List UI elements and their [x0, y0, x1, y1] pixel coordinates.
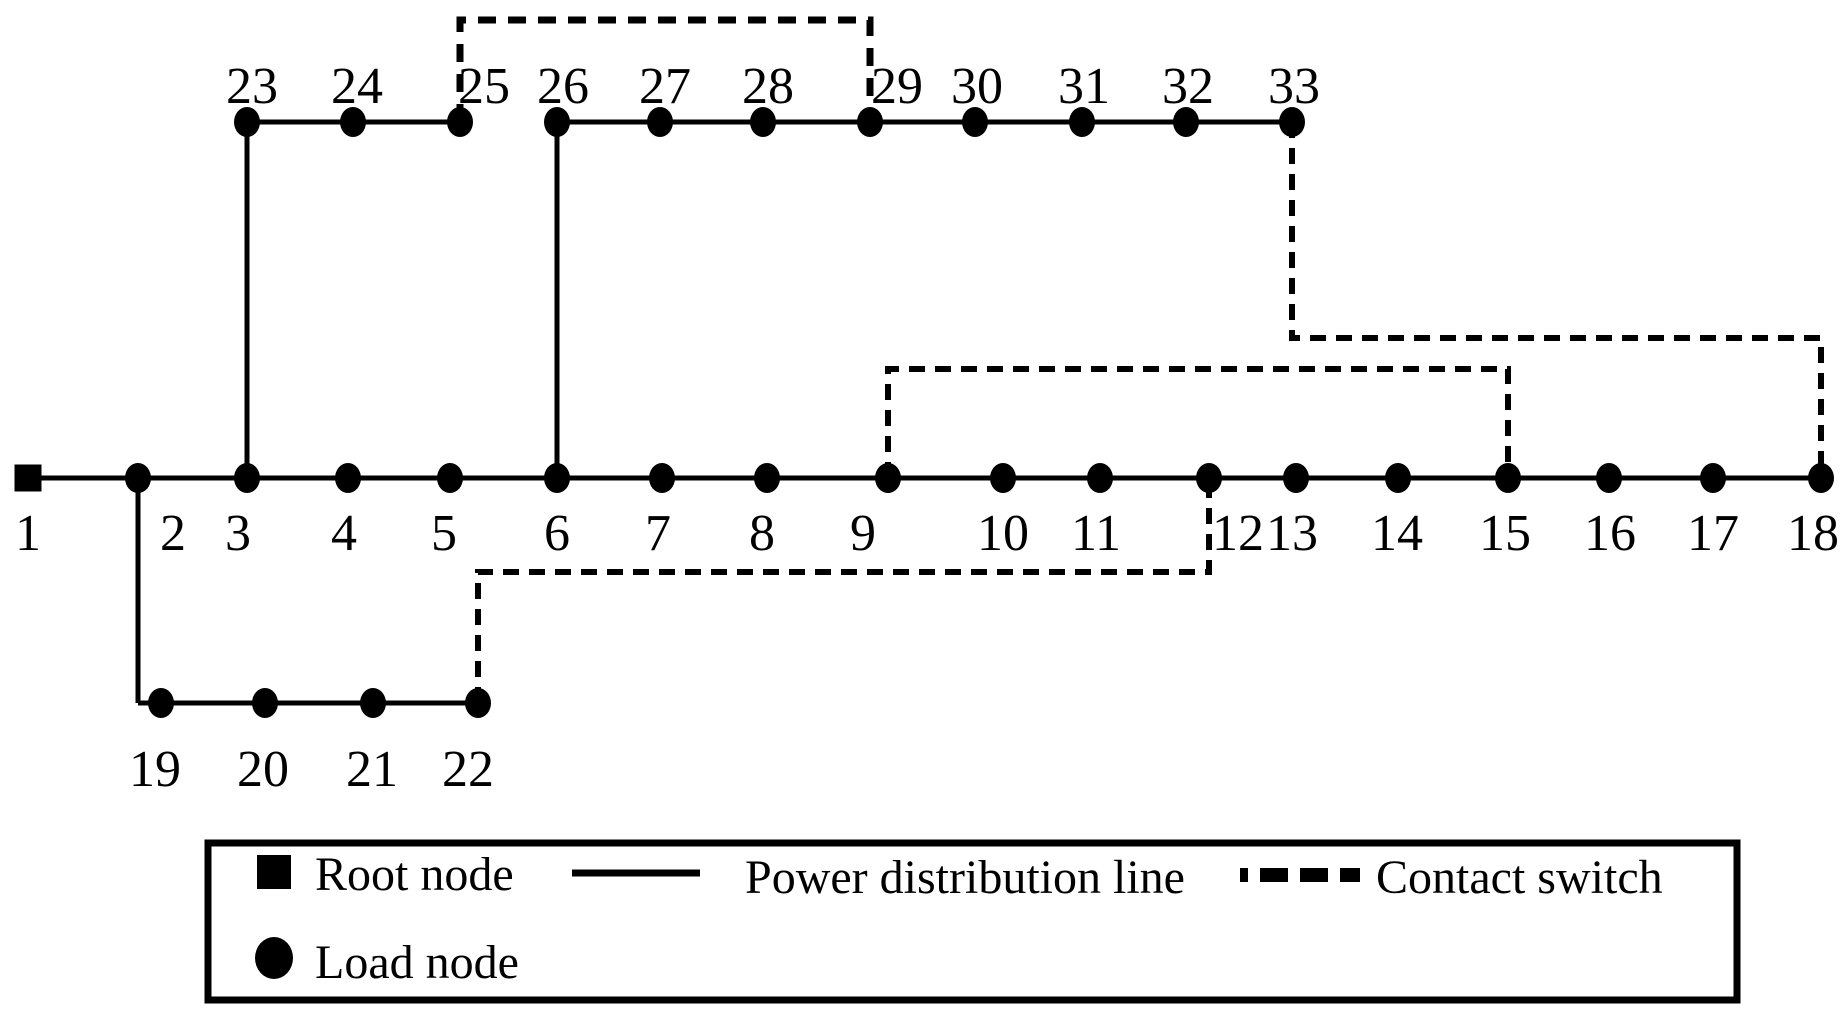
node-label-1: 1	[15, 505, 41, 562]
node-label-12: 12	[1212, 505, 1264, 562]
node-label-14: 14	[1371, 505, 1423, 562]
node-label-33: 33	[1268, 58, 1320, 115]
node-label-3: 3	[225, 505, 251, 562]
node-label-23: 23	[226, 58, 278, 115]
root-node-1	[14, 464, 42, 492]
load-node-16	[1596, 463, 1622, 493]
node-label-24: 24	[331, 58, 383, 115]
load-node-12	[1196, 463, 1222, 493]
load-node-3	[234, 463, 260, 493]
node-label-18: 18	[1787, 505, 1839, 562]
node-label-27: 27	[639, 58, 691, 115]
load-node-32	[1173, 107, 1199, 137]
node-label-13: 13	[1266, 505, 1318, 562]
load-node-31	[1069, 107, 1095, 137]
power-lines-layer	[28, 119, 1821, 706]
node-label-19: 19	[129, 741, 181, 798]
node-label-4: 4	[331, 505, 357, 562]
tie-22-12	[475, 478, 1212, 703]
load-node-19	[148, 688, 174, 718]
node-label-5: 5	[431, 505, 457, 562]
load-node-15	[1495, 463, 1521, 493]
node-label-9: 9	[850, 505, 876, 562]
node-label-17: 17	[1687, 505, 1739, 562]
load-node-21	[360, 688, 386, 718]
load-node-2	[125, 463, 151, 493]
node-label-31: 31	[1058, 58, 1110, 115]
node-label-2: 2	[160, 505, 186, 562]
legend-label-power-line: Power distribution line	[745, 851, 1185, 904]
load-node-24	[340, 107, 366, 137]
load-node-10	[990, 463, 1016, 493]
node-label-16: 16	[1584, 505, 1636, 562]
load-node-7	[649, 463, 675, 493]
load-node-8	[754, 463, 780, 493]
legend-label-load-node: Load node	[315, 936, 519, 989]
nodes-layer	[14, 107, 1834, 718]
contact-switches-layer	[456, 16, 1824, 703]
load-node-33	[1279, 107, 1305, 137]
legend: Root node Power distribution line Contac…	[204, 839, 1741, 1004]
tie-9-15	[885, 366, 1511, 478]
load-node-20	[252, 688, 278, 718]
node-label-29: 29	[871, 58, 923, 115]
node-label-32: 32	[1162, 58, 1214, 115]
load-node-9	[875, 463, 901, 493]
node-label-8: 8	[749, 505, 775, 562]
load-node-25	[447, 107, 473, 137]
load-node-11	[1087, 463, 1113, 493]
load-node-29	[857, 107, 883, 137]
node-label-7: 7	[645, 505, 671, 562]
node-label-26: 26	[537, 58, 589, 115]
node-label-28: 28	[742, 58, 794, 115]
load-node-5	[437, 463, 463, 493]
node-label-6: 6	[544, 505, 570, 562]
node-label-30: 30	[951, 58, 1003, 115]
tie-33-18	[1289, 122, 1824, 478]
load-node-18	[1808, 463, 1834, 493]
load-node-23	[234, 107, 260, 137]
node-label-25: 25	[458, 58, 510, 115]
node-label-21: 21	[346, 741, 398, 798]
tie-25-29	[456, 16, 874, 122]
load-node-30	[962, 107, 988, 137]
node-label-22: 22	[442, 741, 494, 798]
legend-label-contact-switch: Contact switch	[1376, 851, 1663, 904]
node-label-10: 10	[977, 505, 1029, 562]
load-node-22	[465, 688, 491, 718]
load-node-13	[1283, 463, 1309, 493]
load-node-26	[544, 107, 570, 137]
load-node-14	[1385, 463, 1411, 493]
load-node-27	[647, 107, 673, 137]
load-node-6	[544, 463, 570, 493]
load-node-icon	[255, 937, 293, 979]
root-node-icon	[257, 855, 291, 889]
legend-box	[204, 839, 1741, 1004]
legend-label-root-node: Root node	[315, 848, 514, 901]
load-node-28	[750, 107, 776, 137]
node-label-11: 11	[1071, 505, 1121, 562]
node-label-20: 20	[237, 741, 289, 798]
load-node-17	[1700, 463, 1726, 493]
node-label-15: 15	[1479, 505, 1531, 562]
load-node-4	[335, 463, 361, 493]
